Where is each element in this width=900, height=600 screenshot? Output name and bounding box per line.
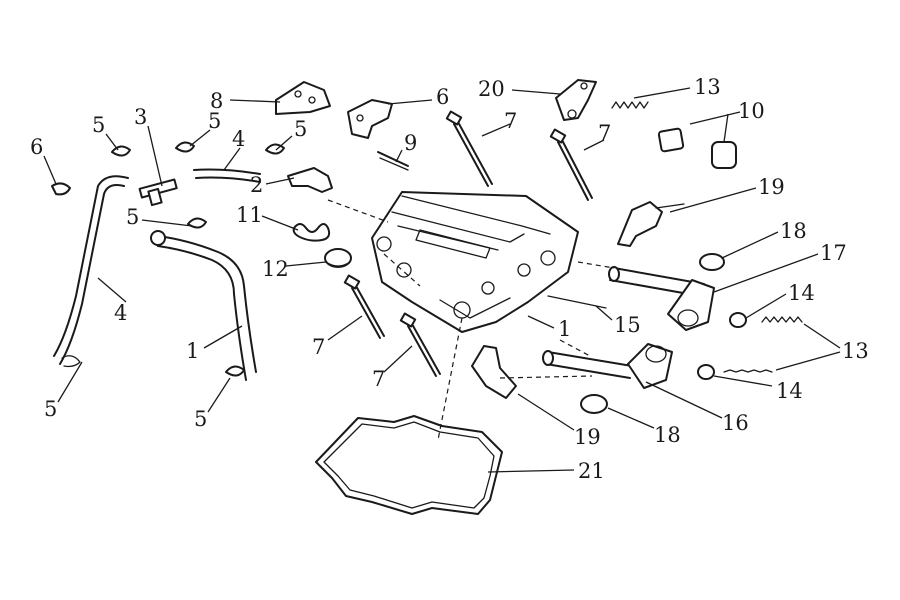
part-20-lever — [555, 79, 597, 121]
callout-13-bottom: 13 — [842, 339, 869, 363]
callout-3: 3 — [134, 105, 147, 129]
part-4-long-hose — [53, 175, 129, 368]
assembly-lines — [327, 199, 615, 441]
part-10-cap-right — [711, 141, 737, 169]
callout-14-bottom: 14 — [776, 379, 803, 403]
part-13-spring-top — [611, 101, 649, 109]
part-11-spring — [292, 223, 331, 242]
callout-1-pipe: 1 — [186, 339, 199, 363]
callout-21: 21 — [578, 459, 605, 483]
leader-lines — [43, 87, 841, 473]
callout-labels: 6 5 3 5 4 5 8 6 20 13 10 7 7 9 2 19 5 11… — [30, 75, 869, 483]
callout-7-top-right: 7 — [598, 121, 611, 145]
part-14-nut-bottom — [697, 364, 715, 380]
callout-5-top-right: 5 — [294, 117, 307, 141]
part-8-bracket — [275, 81, 331, 115]
part-18-washer-top — [699, 253, 725, 271]
callout-8: 8 — [210, 89, 223, 113]
callout-7-bottom-right: 7 — [372, 367, 385, 391]
part-9-screw — [377, 151, 409, 171]
part-1-cylinder-head-cover — [371, 191, 579, 333]
part-12-cap — [324, 248, 352, 268]
part-15-stud — [547, 295, 607, 309]
callout-11: 11 — [236, 203, 263, 227]
part-18-washer-bottom — [580, 394, 608, 414]
part-1-breather-pipe — [150, 230, 257, 381]
callout-18-bottom: 18 — [654, 423, 681, 447]
callout-12: 12 — [262, 257, 289, 281]
callout-20: 20 — [478, 77, 505, 101]
callout-5-top-mid: 5 — [208, 109, 221, 133]
callout-15: 15 — [614, 313, 641, 337]
part-19-rocker-arm-top — [617, 201, 685, 247]
part-21-gasket — [315, 415, 503, 515]
callout-5-bottom: 5 — [194, 407, 207, 431]
callout-9: 9 — [404, 131, 417, 155]
part-13-spring-low — [723, 369, 773, 373]
callout-13-top: 13 — [694, 75, 721, 99]
callout-19-bottom: 19 — [574, 425, 601, 449]
callout-14-top: 14 — [788, 281, 815, 305]
part-19-rocker-arm-bottom — [471, 345, 517, 399]
part-7-bolt-top-left — [445, 110, 493, 187]
callout-17: 17 — [820, 241, 847, 265]
callout-5-mid: 5 — [126, 205, 139, 229]
part-5-clip-top-right — [265, 143, 285, 155]
part-2-lever — [287, 167, 333, 193]
part-4-short-hose — [193, 168, 261, 183]
callout-6-bracket: 6 — [436, 85, 449, 109]
part-14-nut-top — [729, 312, 747, 328]
callout-16: 16 — [722, 411, 749, 435]
part-10-cap-left — [657, 127, 685, 153]
part-7-bolt-bottom-left — [343, 274, 385, 339]
part-17-rocker-shaft — [608, 266, 715, 331]
callout-6-left: 6 — [30, 135, 43, 159]
callout-2: 2 — [250, 173, 263, 197]
callout-4-short-hose: 4 — [232, 127, 245, 151]
callout-10: 10 — [738, 99, 765, 123]
part-5-clip-bottom — [225, 365, 245, 377]
part-7-bolt-top-right — [549, 128, 593, 201]
part-13-spring-mid — [761, 316, 803, 323]
part-5-clip-top-left — [111, 145, 131, 157]
callout-18-top: 18 — [780, 219, 807, 243]
part-5-clip-mid — [187, 217, 207, 229]
callout-5-top-left: 5 — [92, 113, 105, 137]
part-7-bolt-bottom-right — [399, 312, 441, 377]
part-6-left-clip — [51, 182, 71, 196]
callout-4-long-hose: 4 — [114, 301, 127, 325]
callout-7-top-left: 7 — [504, 109, 517, 133]
part-3-t-connector — [138, 178, 178, 207]
part-6-bracket-plate — [347, 99, 393, 139]
callout-19-top: 19 — [758, 175, 785, 199]
callout-1-housing: 1 — [558, 317, 571, 341]
callout-7-bottom-left: 7 — [312, 335, 325, 359]
part-16-rocker-shaft — [542, 343, 673, 389]
callout-5-bottom-left: 5 — [44, 397, 57, 421]
part-5-clip-top-mid — [175, 141, 195, 153]
